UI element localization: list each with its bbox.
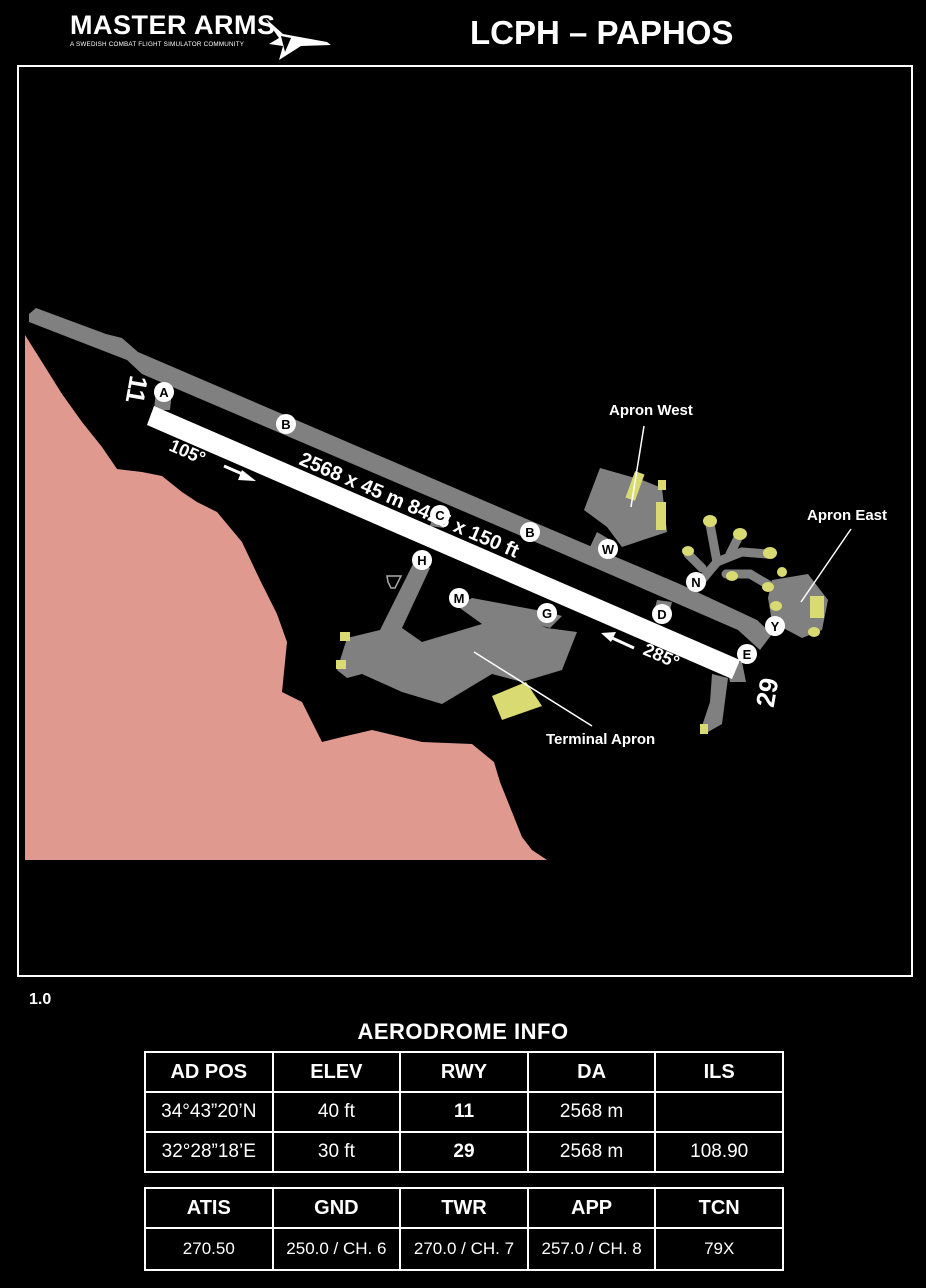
parallel-taxiway <box>29 308 772 650</box>
header-rwy: RWY <box>399 1051 529 1093</box>
taxiway-marker-w: W <box>598 539 618 559</box>
cell-da: 2568 m <box>526 1131 657 1173</box>
header-ad-pos: AD POS <box>144 1051 274 1093</box>
header-app: APP <box>526 1187 657 1229</box>
header-elev: ELEV <box>271 1051 402 1093</box>
cell-da: 2568 m <box>526 1091 657 1133</box>
taxiway-marker-n: N <box>686 572 706 592</box>
aerodrome-info-title: AERODROME INFO <box>357 1019 569 1044</box>
cell-twr: 270.0 / CH. 7 <box>399 1227 529 1271</box>
navaid-icon <box>386 575 403 589</box>
svg-text:N: N <box>691 575 700 590</box>
taxiway-marker-a: A <box>154 382 174 402</box>
table-row: 270.50 250.0 / CH. 6 270.0 / CH. 7 257.0… <box>144 1227 784 1271</box>
cell-gnd: 250.0 / CH. 6 <box>271 1227 402 1271</box>
cell-app: 257.0 / CH. 8 <box>526 1227 657 1271</box>
cell-elev: 30 ft <box>271 1131 402 1173</box>
runway-11-label: 11 <box>120 373 154 405</box>
svg-text:B: B <box>281 417 290 432</box>
heading-285-arrow <box>601 632 635 650</box>
svg-text:M: M <box>454 591 465 606</box>
svg-text:D: D <box>657 607 666 622</box>
terminal-apron-pavement <box>337 562 577 704</box>
cell-rwy: 11 <box>399 1091 529 1133</box>
taxiway-marker-m: M <box>449 588 469 608</box>
page-title: LCPH – PAPHOS <box>470 14 734 51</box>
svg-text:G: G <box>542 606 552 621</box>
header-twr: TWR <box>399 1187 529 1229</box>
south-stub <box>702 674 728 732</box>
svg-text:B: B <box>525 525 534 540</box>
cell-ad-pos-lat: 34°43”20’N <box>144 1091 274 1133</box>
taxiway-marker-e: E <box>737 644 757 664</box>
cell-ad-pos-lon: 32°28”18’E <box>144 1131 274 1173</box>
taxiway-markers: A B B C H M G W N D Y E <box>154 382 785 664</box>
terrain-area <box>25 335 547 860</box>
svg-text:E: E <box>743 647 752 662</box>
table-header-row: ATIS GND TWR APP TCN <box>144 1187 784 1229</box>
jet-icon <box>265 18 331 60</box>
header-atis: ATIS <box>144 1187 274 1229</box>
svg-text:C: C <box>435 508 445 523</box>
apron-east-label: Apron East <box>807 507 887 524</box>
logo-subtitle: A SWEDISH COMBAT FLIGHT SIMULATOR COMMUN… <box>70 41 245 48</box>
taxiway-marker-y: Y <box>765 616 785 636</box>
taxiway-marker-h: H <box>412 550 432 570</box>
table-row: 32°28”18’E 30 ft 29 2568 m 108.90 <box>144 1131 784 1173</box>
aerodrome-info-table: AD POS ELEV RWY DA ILS 34°43”20’N 40 ft … <box>144 1051 784 1173</box>
version-label: 1.0 <box>29 991 52 1008</box>
runway-29-label: 29 <box>750 676 785 710</box>
apron-west-pavement <box>584 468 667 547</box>
taxiway-g-link <box>472 598 562 628</box>
apron-east-leader <box>800 528 852 603</box>
taxiway-marker-b-west: B <box>276 414 296 434</box>
taxiway-marker-b-east: B <box>520 522 540 542</box>
apron-west-label: Apron West <box>609 402 693 419</box>
logo-text: MASTER ARMS <box>70 10 276 40</box>
terminal-apron-leader <box>473 651 593 727</box>
heading-105-arrow <box>223 464 256 481</box>
svg-text:H: H <box>417 553 426 568</box>
aerodrome-map: 2568 x 45 m 8425 x 150 ft 11 29 105° 285… <box>17 65 913 977</box>
table-row: 34°43”20’N 40 ft 11 2568 m <box>144 1091 784 1133</box>
apron-west-leader <box>630 425 645 508</box>
header-gnd: GND <box>271 1187 402 1229</box>
cell-tcn: 79X <box>654 1227 784 1271</box>
svg-text:Y: Y <box>771 619 780 634</box>
master-arms-logo: MASTER ARMS A SWEDISH COMBAT FLIGHT SIMU… <box>66 10 336 64</box>
cell-ils: 108.90 <box>654 1131 784 1173</box>
taxiway-marker-c: C <box>430 505 450 525</box>
svg-text:A: A <box>159 385 169 400</box>
map-canvas: 2568 x 45 m 8425 x 150 ft 11 29 105° 285… <box>25 308 887 860</box>
taxiway-marker-d: D <box>652 604 672 624</box>
cell-ils <box>654 1091 784 1133</box>
svg-text:W: W <box>602 542 615 557</box>
header-ils: ILS <box>654 1051 784 1093</box>
runway-11-29 <box>147 406 740 679</box>
terminal-apron-label: Terminal Apron <box>546 731 655 748</box>
cell-atis: 270.50 <box>144 1227 274 1271</box>
header-tcn: TCN <box>654 1187 784 1229</box>
table-header-row: AD POS ELEV RWY DA ILS <box>144 1051 784 1093</box>
frequencies-table: ATIS GND TWR APP TCN 270.50 250.0 / CH. … <box>144 1187 784 1271</box>
cell-rwy: 29 <box>399 1131 529 1173</box>
cell-elev: 40 ft <box>271 1091 402 1133</box>
taxiway-marker-g: G <box>537 603 557 623</box>
header-da: DA <box>526 1051 657 1093</box>
